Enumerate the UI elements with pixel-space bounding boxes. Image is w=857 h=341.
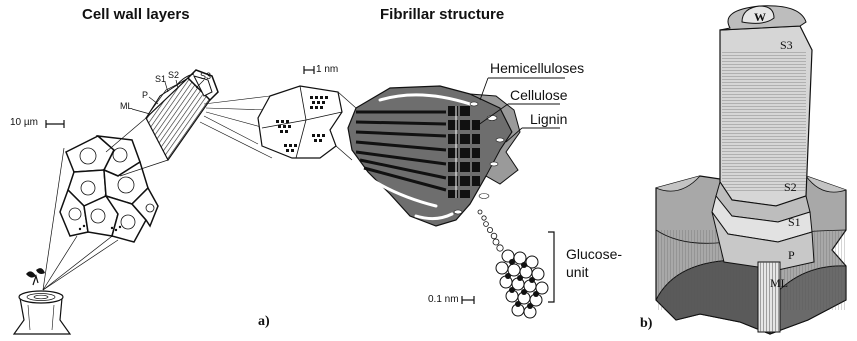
layer-label-p: P [142, 90, 148, 100]
macrofibril [348, 86, 520, 226]
label-glucose-line1: Glucose- [566, 246, 622, 262]
glucose-cluster [496, 250, 548, 318]
block-label-s2: S2 [784, 180, 797, 195]
block-label-ml: ML [770, 276, 788, 291]
scale-bar-nano [304, 66, 314, 74]
label-glucose-line2: unit [566, 264, 589, 280]
glucose-chain [478, 210, 503, 251]
layer-label-s1: S1 [155, 74, 166, 84]
scale-label-nano: 1 nm [316, 64, 338, 75]
scale-bar-micro [46, 120, 64, 128]
layer-label-ml: ML [120, 101, 133, 111]
block-label-p: P [788, 248, 795, 263]
heading-cell-wall-layers: Cell wall layers [82, 6, 190, 23]
block-label-s3: S3 [780, 38, 793, 53]
label-cellulose: Cellulose [510, 87, 568, 103]
wood-block [656, 6, 846, 334]
scale-label-micro: 10 µm [10, 117, 38, 128]
cell-cluster [60, 136, 158, 242]
layer-label-s3: S3 [200, 71, 211, 81]
scale-label-sub-nano: 0.1 nm [428, 294, 459, 305]
panel-label-a: a) [258, 314, 270, 330]
block-label-w: W [754, 10, 766, 25]
fibril-bundle [258, 86, 342, 158]
panel-label-b: b) [640, 316, 652, 332]
scale-bar-sub-nano [462, 296, 474, 304]
block-label-s1: S1 [788, 215, 801, 230]
label-hemicelluloses: Hemicelluloses [490, 60, 584, 76]
label-lignin: Lignin [530, 111, 567, 127]
layer-label-s2: S2 [168, 70, 179, 80]
glucose-bracket [548, 232, 554, 302]
heading-fibrillar-structure: Fibrillar structure [380, 6, 504, 23]
